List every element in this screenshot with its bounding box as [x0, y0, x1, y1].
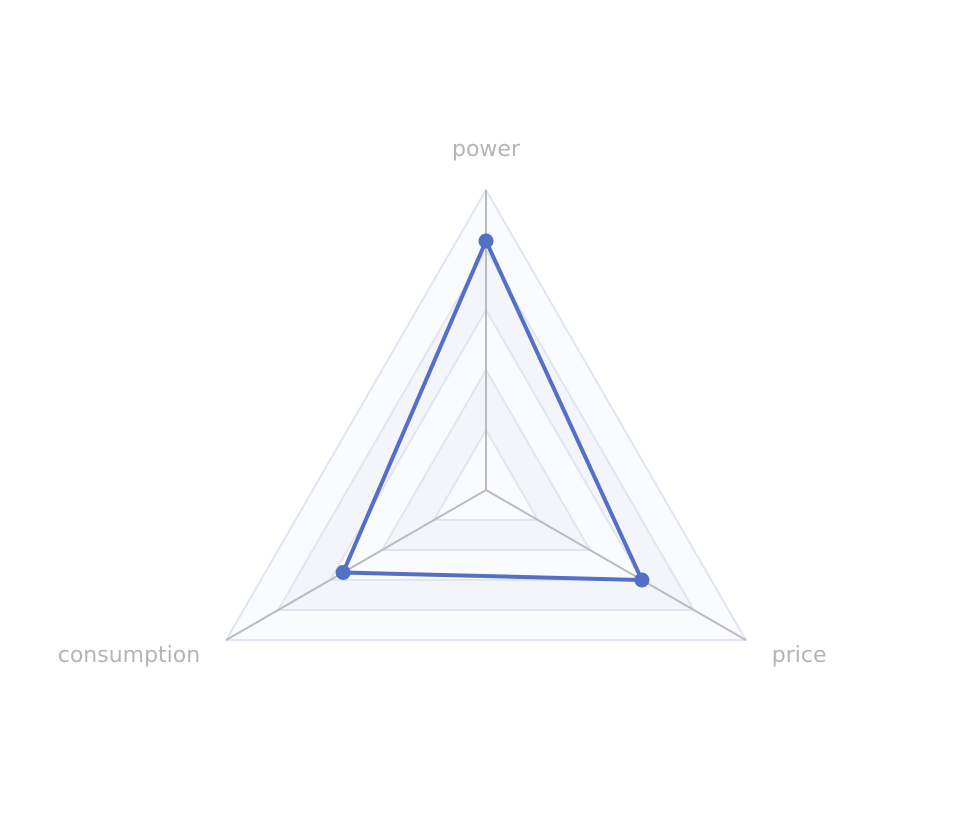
split-area-band: [382, 370, 590, 550]
split-line: [328, 307, 644, 581]
axis-label-power: power: [452, 137, 521, 162]
split-line: [432, 427, 540, 521]
axis-line-consumption: [225, 489, 487, 641]
split-lines: [224, 188, 748, 641]
split-line: [224, 188, 748, 641]
series-line: [341, 239, 644, 582]
axis-line-price: [485, 489, 747, 641]
data-point-power[interactable]: [478, 233, 494, 249]
data-point-price[interactable]: [634, 572, 650, 588]
axis-label-price: price: [772, 643, 827, 668]
axis-labels: power price consumption: [58, 137, 827, 668]
split-line: [276, 248, 696, 611]
split-area-band: [278, 250, 694, 610]
split-line: [380, 367, 592, 551]
split-area-band: [226, 190, 746, 640]
axis-label-consumption: consumption: [58, 643, 200, 668]
series-layer: [335, 233, 650, 588]
data-point-consumption[interactable]: [335, 565, 351, 580]
